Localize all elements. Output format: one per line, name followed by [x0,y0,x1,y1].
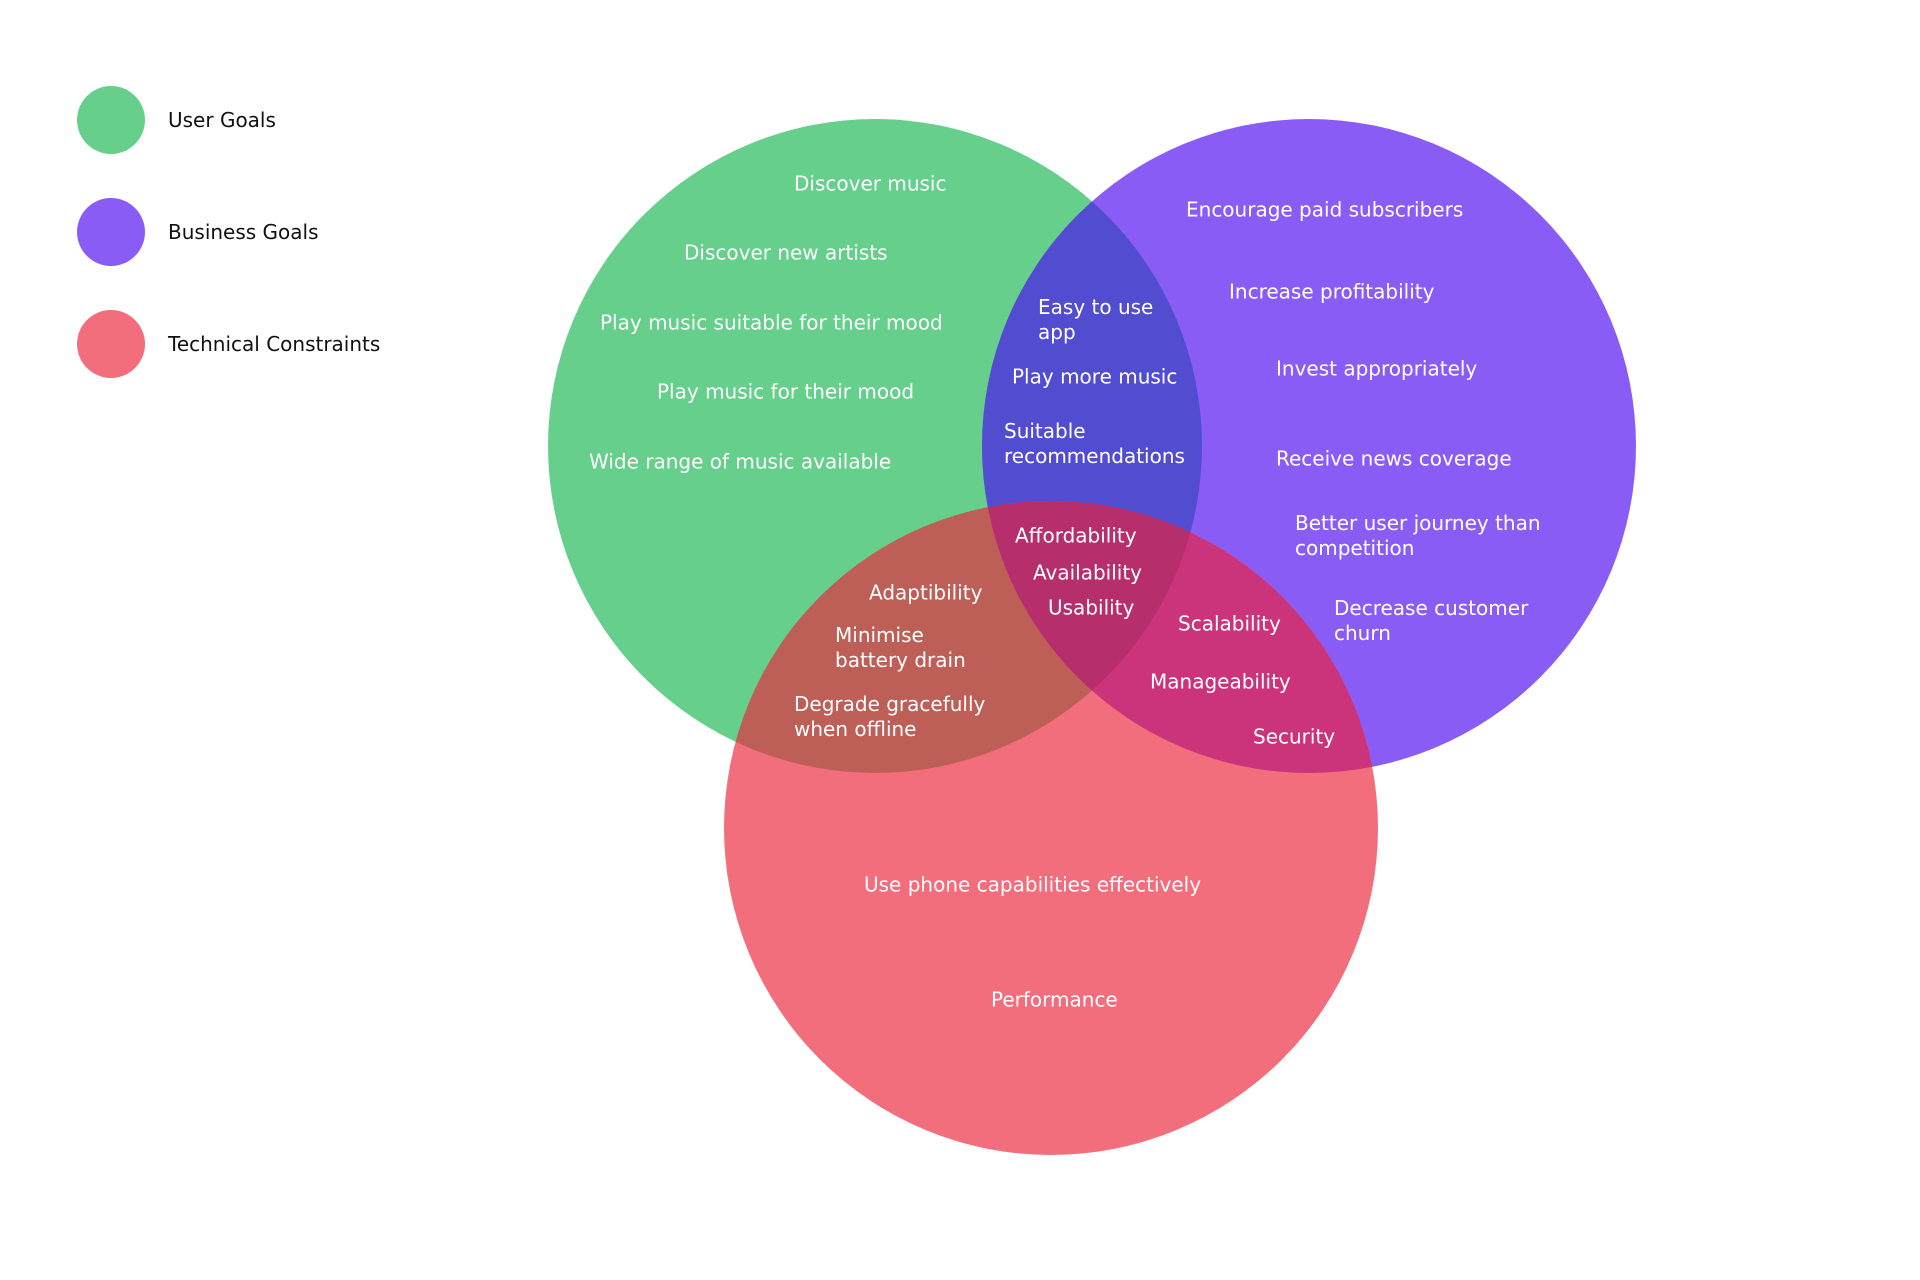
user-business-item: Play more music [1012,364,1178,389]
business-goal-item: Increase profitability [1229,279,1435,304]
business-goal-item: Encourage paid subscribers [1186,197,1464,222]
business-technical-overlap [982,501,1378,773]
business-goal-item: Decrease customer churn [1334,596,1529,645]
user-goal-item: Play music suitable for their mood [600,310,943,335]
user-technical-item: Degrade gracefully when offline [794,692,986,741]
business-technical-item: Manageability [1150,669,1291,694]
legend-swatch-technical-constraints [77,310,145,378]
legend-label: Technical Constraints [168,332,381,356]
technical-constraint-item: Use phone capabilities effectively [864,872,1202,897]
business-goal-item: Receive news coverage [1276,446,1512,471]
user-goal-item: Wide range of music available [589,449,892,474]
user-business-item: Easy to use app [1038,295,1154,344]
business-technical-item: Security [1253,724,1336,749]
all-three-item: Availability [1033,560,1143,585]
business-goal-item: Better user journey than competition [1295,511,1541,560]
legend-business-goals: Business Goals [77,198,319,266]
legend-technical-constraints: Technical Constraints [77,310,380,378]
user-goal-item: Discover music [794,171,947,196]
legend-swatch-user-goals [77,86,145,154]
business-goal-item: Invest appropriately [1276,356,1478,381]
user-technical-item: Adaptibility [869,580,983,605]
user-technical-item: Minimise battery drain [835,623,966,672]
legend-swatch-business-goals [77,198,145,266]
user-technical-overlap [724,501,1202,773]
user-goal-item: Play music for their mood [657,379,915,404]
legend-label: User Goals [168,108,276,132]
legend-label: Business Goals [168,220,319,244]
user-business-item: Suitable recommendations [1004,419,1185,468]
all-three-item: Usability [1048,595,1135,620]
all-three-item: Affordability [1015,523,1137,548]
technical-constraint-item: Performance [991,987,1118,1012]
business-technical-item: Scalability [1178,611,1281,636]
legend-user-goals: User Goals [77,86,276,154]
user-goal-item: Discover new artists [684,240,888,265]
